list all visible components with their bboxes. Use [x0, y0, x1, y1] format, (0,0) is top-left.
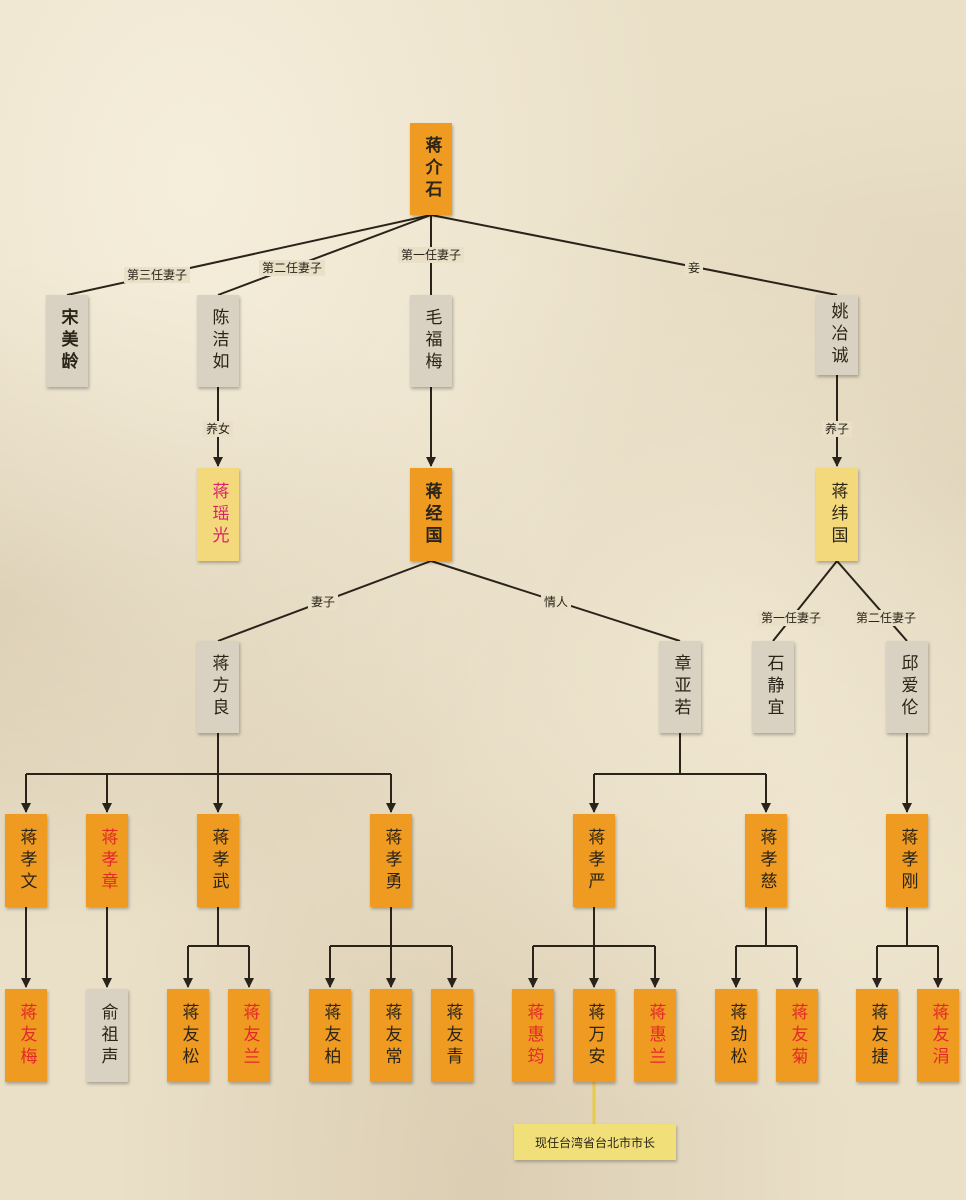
node-jiang-xiaoyong: 蒋孝勇: [370, 814, 412, 907]
label-second-wife: 第二任妻子: [258, 260, 326, 276]
node-zhang-yaruo: 章亚若: [659, 641, 701, 733]
line-jieshi-yao: [430, 214, 838, 296]
node-jiang-xiaogang: 蒋孝刚: [886, 814, 928, 907]
label-wg-second-wife: 第二任妻子: [852, 610, 920, 626]
node-jiang-huilan: 蒋惠兰: [634, 989, 676, 1082]
node-jiang-weiguo: 蒋纬国: [816, 468, 858, 561]
node-jiang-xiaowu: 蒋孝武: [197, 814, 239, 907]
node-jiang-wanan: 蒋万安: [573, 989, 615, 1082]
label-adopted-son: 养子: [821, 421, 853, 437]
note-wanan-mayor: 现任台湾省台北市市长: [514, 1124, 676, 1160]
node-jiang-youlan: 蒋友兰: [228, 989, 270, 1082]
node-jiang-fangliang: 蒋方良: [197, 641, 239, 733]
node-yao-yecheng: 姚冶诚: [816, 295, 858, 375]
node-song-meiling: 宋美龄: [46, 295, 88, 387]
label-adopted-daughter: 养女: [202, 421, 234, 437]
node-shi-jingyi: 石静宜: [752, 641, 794, 733]
node-jiang-youmei: 蒋友梅: [5, 989, 47, 1082]
node-jiang-xiaoyan: 蒋孝严: [573, 814, 615, 907]
node-jiang-yousong: 蒋友松: [167, 989, 209, 1082]
node-jiang-jinsong: 蒋劲松: [715, 989, 757, 1082]
label-lover: 情人: [540, 594, 572, 610]
line-weiguo-shi: [772, 560, 838, 642]
node-jiang-xiaozhang: 蒋孝章: [86, 814, 128, 907]
node-chen-jieru: 陈洁如: [197, 295, 239, 387]
line-jieshi-chen: [217, 214, 432, 296]
node-jiang-youjuan: 蒋友涓: [917, 989, 959, 1082]
node-jiang-jieshi: 蒋介石: [410, 123, 452, 215]
node-jiang-xiaowen: 蒋孝文: [5, 814, 47, 907]
node-jiang-youju: 蒋友菊: [776, 989, 818, 1082]
node-jiang-huiyun: 蒋惠筠: [512, 989, 554, 1082]
node-jiang-youchang: 蒋友常: [370, 989, 412, 1082]
node-jiang-xiaoci: 蒋孝慈: [745, 814, 787, 907]
node-jiang-jingguo: 蒋经国: [410, 468, 452, 561]
line-weiguo-qiu: [836, 560, 908, 642]
node-jiang-youbo: 蒋友柏: [309, 989, 351, 1082]
label-concubine: 妾: [684, 260, 704, 276]
node-jiang-youjie: 蒋友捷: [856, 989, 898, 1082]
node-qiu-ailun: 邱爱伦: [886, 641, 928, 733]
label-wife: 妻子: [307, 594, 339, 610]
node-jiang-youqing: 蒋友青: [431, 989, 473, 1082]
node-yu-zusheng: 俞祖声: [86, 989, 128, 1082]
label-first-wife: 第一任妻子: [397, 247, 465, 263]
node-jiang-yaoguang: 蒋瑶光: [197, 468, 239, 561]
label-wg-first-wife: 第一任妻子: [757, 610, 825, 626]
node-mao-fumei: 毛福梅: [410, 295, 452, 387]
label-third-wife: 第三任妻子: [123, 267, 191, 283]
